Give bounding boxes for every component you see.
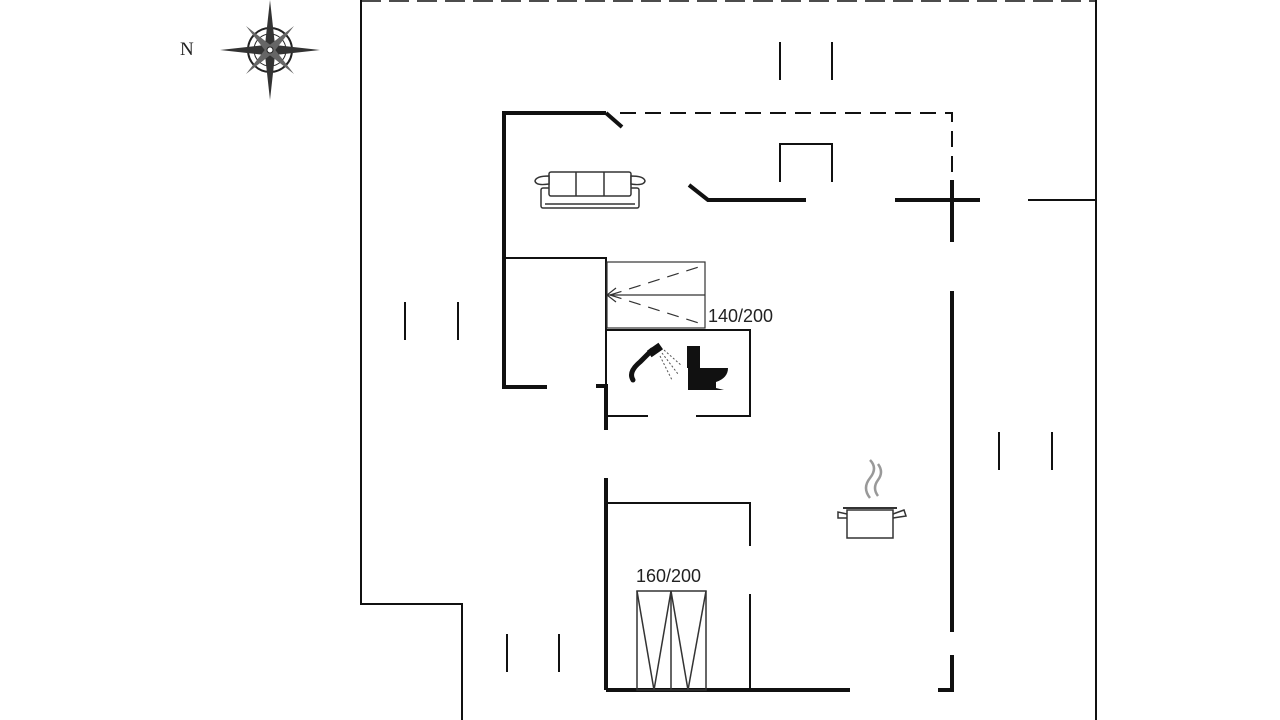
bed-size-label: 160/200 <box>636 566 701 586</box>
shower-icon <box>629 342 683 383</box>
compass-north-label: N <box>180 39 194 60</box>
sofa-icon <box>534 171 646 209</box>
terrace-outline <box>360 0 1097 720</box>
bedroom-2: 160/200 <box>636 566 707 691</box>
living-room <box>534 171 646 209</box>
kitchen <box>837 459 907 539</box>
cooking-pot-icon <box>837 459 907 539</box>
outdoor-markers <box>404 42 1053 672</box>
bunk-bed-icon <box>606 261 706 329</box>
compass-rose-icon <box>220 0 320 100</box>
toilet-icon <box>686 346 728 390</box>
bathroom <box>629 342 728 390</box>
double-bed-icon <box>636 590 707 691</box>
bed-size-label: 140/200 <box>708 306 773 326</box>
bedroom-1: 140/200 <box>606 261 773 329</box>
compass: N <box>180 0 320 100</box>
